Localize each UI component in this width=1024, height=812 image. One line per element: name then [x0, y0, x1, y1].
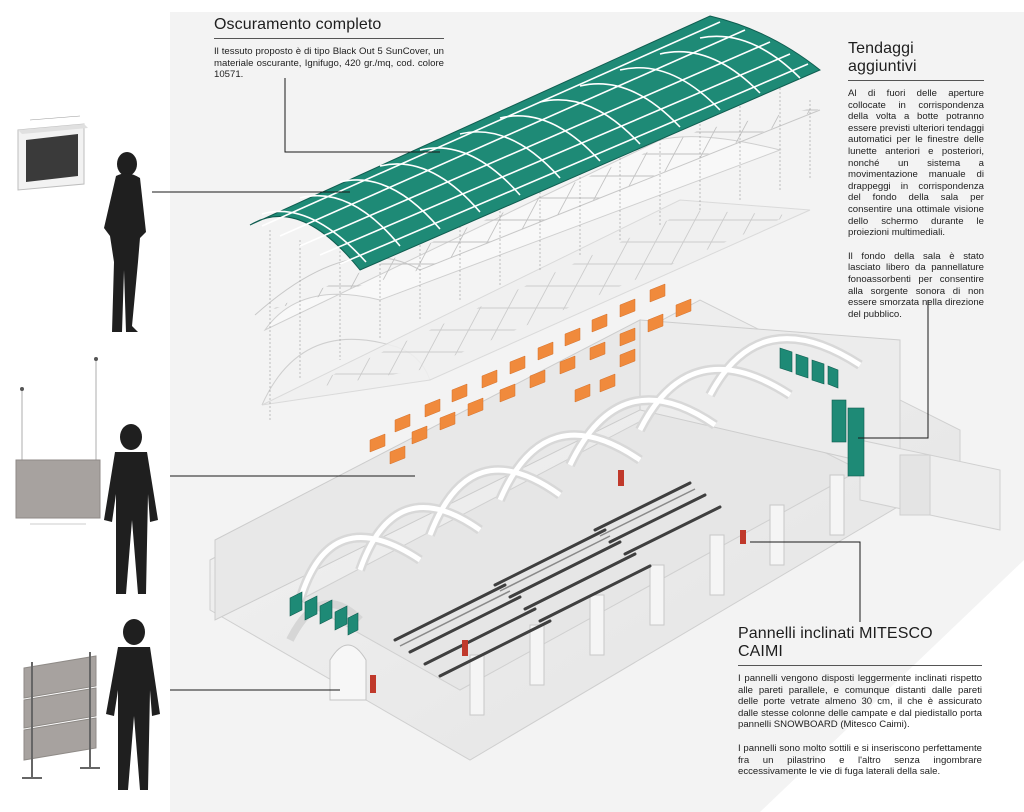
text-tendaggi-1: Al di fuori delle aperture collocate in …	[848, 88, 984, 239]
text-block-pannelli: Pannelli inclinati MITESCO CAIMI I panne…	[738, 625, 982, 778]
entrance-portal	[329, 644, 367, 701]
lunette-curtains	[779, 347, 865, 477]
standing-panel-icon	[22, 652, 100, 779]
heading-tendaggi: Tendaggi aggiuntivi	[848, 40, 984, 81]
red-signage	[370, 470, 746, 693]
leader-pannelli	[750, 541, 861, 622]
leader-lines	[152, 78, 929, 691]
person-silhouette-man-middle	[104, 424, 158, 594]
seat-aisle-shadow	[399, 488, 696, 647]
text-block-tendaggi: Tendaggi aggiuntivi Al di fuori delle ap…	[848, 40, 984, 320]
front-pillars	[469, 474, 845, 716]
heading-pannelli: Pannelli inclinati MITESCO CAIMI	[738, 625, 982, 666]
text-pannelli-2: I pannelli sono molto sottili e si inser…	[738, 742, 982, 778]
text-pannelli-1: I pannelli vengono disposti leggermente …	[738, 673, 982, 731]
orange-acoustic-panels	[369, 283, 692, 465]
seating-rows	[393, 481, 722, 678]
person-silhouette-woman	[104, 152, 146, 332]
portal-curtains	[289, 591, 359, 636]
blackout-window-icon	[17, 115, 88, 191]
text-tendaggi-2: Il fondo della sala è stato lasciato lib…	[848, 250, 984, 320]
text-block-oscuramento: Oscuramento completo Il tessuto proposto…	[214, 16, 444, 81]
hanging-panel-icon	[15, 357, 101, 525]
leader-tendaggi	[858, 300, 929, 439]
text-oscuramento: Il tessuto proposto è di tipo Black Out …	[214, 46, 444, 81]
person-silhouette-man-bottom	[106, 619, 160, 790]
heading-oscuramento: Oscuramento completo	[214, 16, 444, 39]
annex-pier	[899, 454, 931, 516]
building-model	[209, 299, 1001, 761]
leader-oscuramento	[284, 78, 440, 153]
vault-wireframe	[254, 105, 830, 406]
